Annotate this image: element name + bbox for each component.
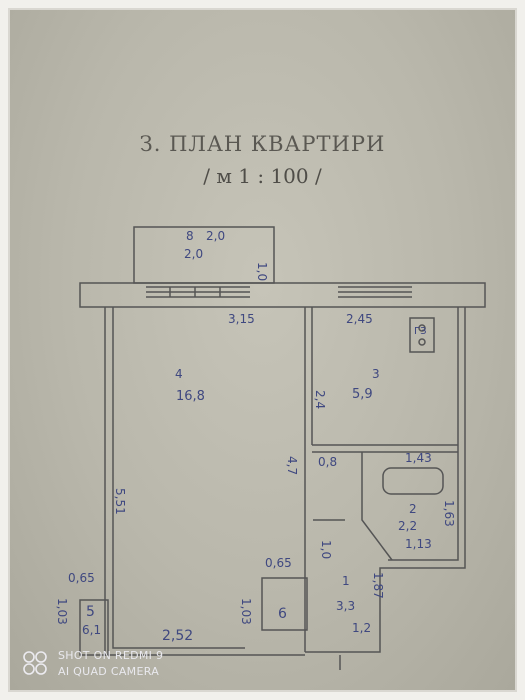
watermark-line2: AI QUAD CAMERA (58, 665, 160, 678)
room3-area: 5,9 (352, 387, 373, 402)
camera-watermark: SHOT ON REDMI 9 AI QUAD CAMERA (58, 648, 163, 680)
room6-left-length: 1,03 (239, 598, 253, 625)
room2-left-wall (361, 452, 393, 561)
room5-outline (79, 599, 109, 656)
wall-left-inner (112, 307, 245, 649)
room5-left-length: 1,03 (55, 598, 69, 625)
wall-right-inner (388, 307, 459, 561)
room4-right-length: 4,7 (285, 456, 299, 475)
room5-top-width: 0,65 (68, 571, 95, 585)
bathtub (382, 467, 444, 495)
room3-top-width: 2,45 (346, 312, 373, 326)
room1-number: 1 (342, 574, 350, 588)
room6-outline (261, 577, 308, 631)
room5-area: 6,1 (82, 623, 101, 637)
wall-right (305, 307, 466, 653)
room1-left-length: 1,0 (319, 540, 333, 559)
wall-left-bottom (104, 307, 305, 656)
balcony-room-no: 8 (186, 229, 194, 243)
room1-right-length: 1,87 (371, 572, 385, 599)
room2-top-width: 1,43 (405, 451, 432, 465)
room1-bottom-width: 1,2 (352, 621, 371, 635)
room2-area: 2,2 (398, 519, 417, 533)
stove-label: ГЗ (414, 326, 427, 337)
balcony-outline (133, 226, 275, 284)
room4-left-length: 5,51 (113, 488, 127, 515)
balcony-area: 2,0 (184, 247, 203, 261)
room3-number: 3 (372, 367, 380, 381)
room3-left-length: 2,4 (313, 390, 327, 409)
room2-bottom-width: 1,13 (405, 537, 432, 551)
plan-scale: / м 1 : 100 / (203, 164, 322, 188)
paper-sheet (10, 10, 515, 690)
room6-top-width: 0,65 (265, 556, 292, 570)
stove (409, 317, 435, 353)
window-right (338, 286, 412, 298)
room2-number: 2 (409, 502, 417, 516)
balcony-width: 2,0 (206, 229, 225, 243)
room1-area: 3,3 (336, 599, 355, 613)
bottom-dimension: 2,52 (162, 628, 193, 644)
room4-area: 16,8 (176, 389, 205, 404)
room2-right-length: 1,63 (442, 500, 456, 527)
room4-top-width: 3,15 (228, 312, 255, 326)
plan-title: З. ПЛАН КВАРТИРИ (139, 132, 386, 156)
room4-number: 4 (175, 367, 183, 381)
facade-wall (79, 282, 486, 308)
window-left (146, 286, 250, 298)
room6-number: 6 (278, 606, 287, 622)
room2-left-small: 0,8 (318, 455, 337, 469)
camera-lens-icon (23, 651, 47, 675)
watermark-line1: SHOT ON REDMI 9 (58, 649, 164, 662)
room5-number: 5 (86, 604, 95, 620)
balcony-depth: 1,0 (255, 262, 269, 281)
